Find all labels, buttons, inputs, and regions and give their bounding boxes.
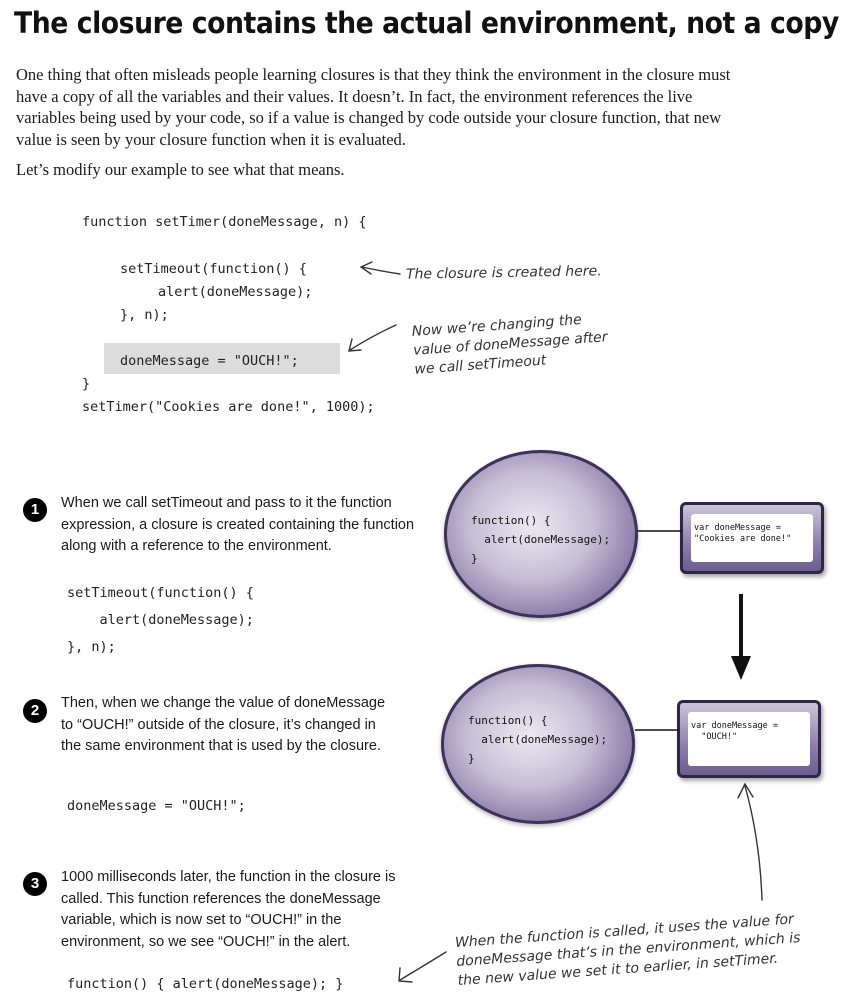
closure-blob-2 <box>441 664 635 824</box>
step-1-code: setTimeout(function() { alert(doneMessag… <box>67 585 254 655</box>
step-3-number: 3 <box>23 872 47 896</box>
environment-box-2-inner: var doneMessage = "OUCH!" <box>688 712 810 766</box>
page-title: The closure contains the actual environm… <box>14 6 839 40</box>
pointer-arrow-icon <box>359 261 401 275</box>
pointer-arrow-icon <box>398 951 447 983</box>
code-line-close-settimeout: }, n); <box>120 307 169 323</box>
step-1-number: 1 <box>23 498 47 522</box>
environment-box-1-inner: var doneMessage = "Cookies are done!" <box>691 514 813 562</box>
environment-box-1: var doneMessage = "Cookies are done!" <box>680 502 824 574</box>
closure-1-code: function() { alert(doneMessage); } <box>471 514 611 565</box>
closure-blob-1 <box>444 450 638 618</box>
intro-paragraph: One thing that often misleads people lea… <box>16 65 731 149</box>
code-highlight <box>104 343 340 374</box>
code-line-close-brace: } <box>82 376 91 392</box>
environment-2-text: var doneMessage = "OUCH!" <box>691 721 778 742</box>
environment-box-2: var doneMessage = "OUCH!" <box>677 700 821 778</box>
code-line-alert: alert(doneMessage); <box>158 284 313 300</box>
down-arrow-icon <box>731 594 751 680</box>
step-3-code: function() { alert(doneMessage); } <box>67 976 344 992</box>
environment-1-text: var doneMessage = "Cookies are done!" <box>694 523 792 544</box>
step-2-number: 2 <box>23 699 47 723</box>
step-2-code: doneMessage = "OUCH!"; <box>67 798 246 814</box>
code-line-settimeout: setTimeout(function() { <box>120 261 307 277</box>
pointer-arrow-icon <box>737 782 763 901</box>
step-1-text: When we call setTimeout and pass to it t… <box>61 495 415 554</box>
closure-2-code: function() { alert(doneMessage); } <box>468 714 608 765</box>
pointer-arrow-icon <box>348 324 397 352</box>
code-line-call: setTimer("Cookies are done!", 1000); <box>82 399 375 415</box>
step-2-text: Then, when we change the value of doneMe… <box>61 695 386 754</box>
intro-paragraph-2: Let’s modify our example to see what tha… <box>16 160 345 179</box>
step-3-text: 1000 milliseconds later, the function in… <box>61 869 396 950</box>
code-line-function-def: function setTimer(doneMessage, n) { <box>82 214 367 230</box>
code-line-reassign: doneMessage = "OUCH!"; <box>120 353 299 369</box>
